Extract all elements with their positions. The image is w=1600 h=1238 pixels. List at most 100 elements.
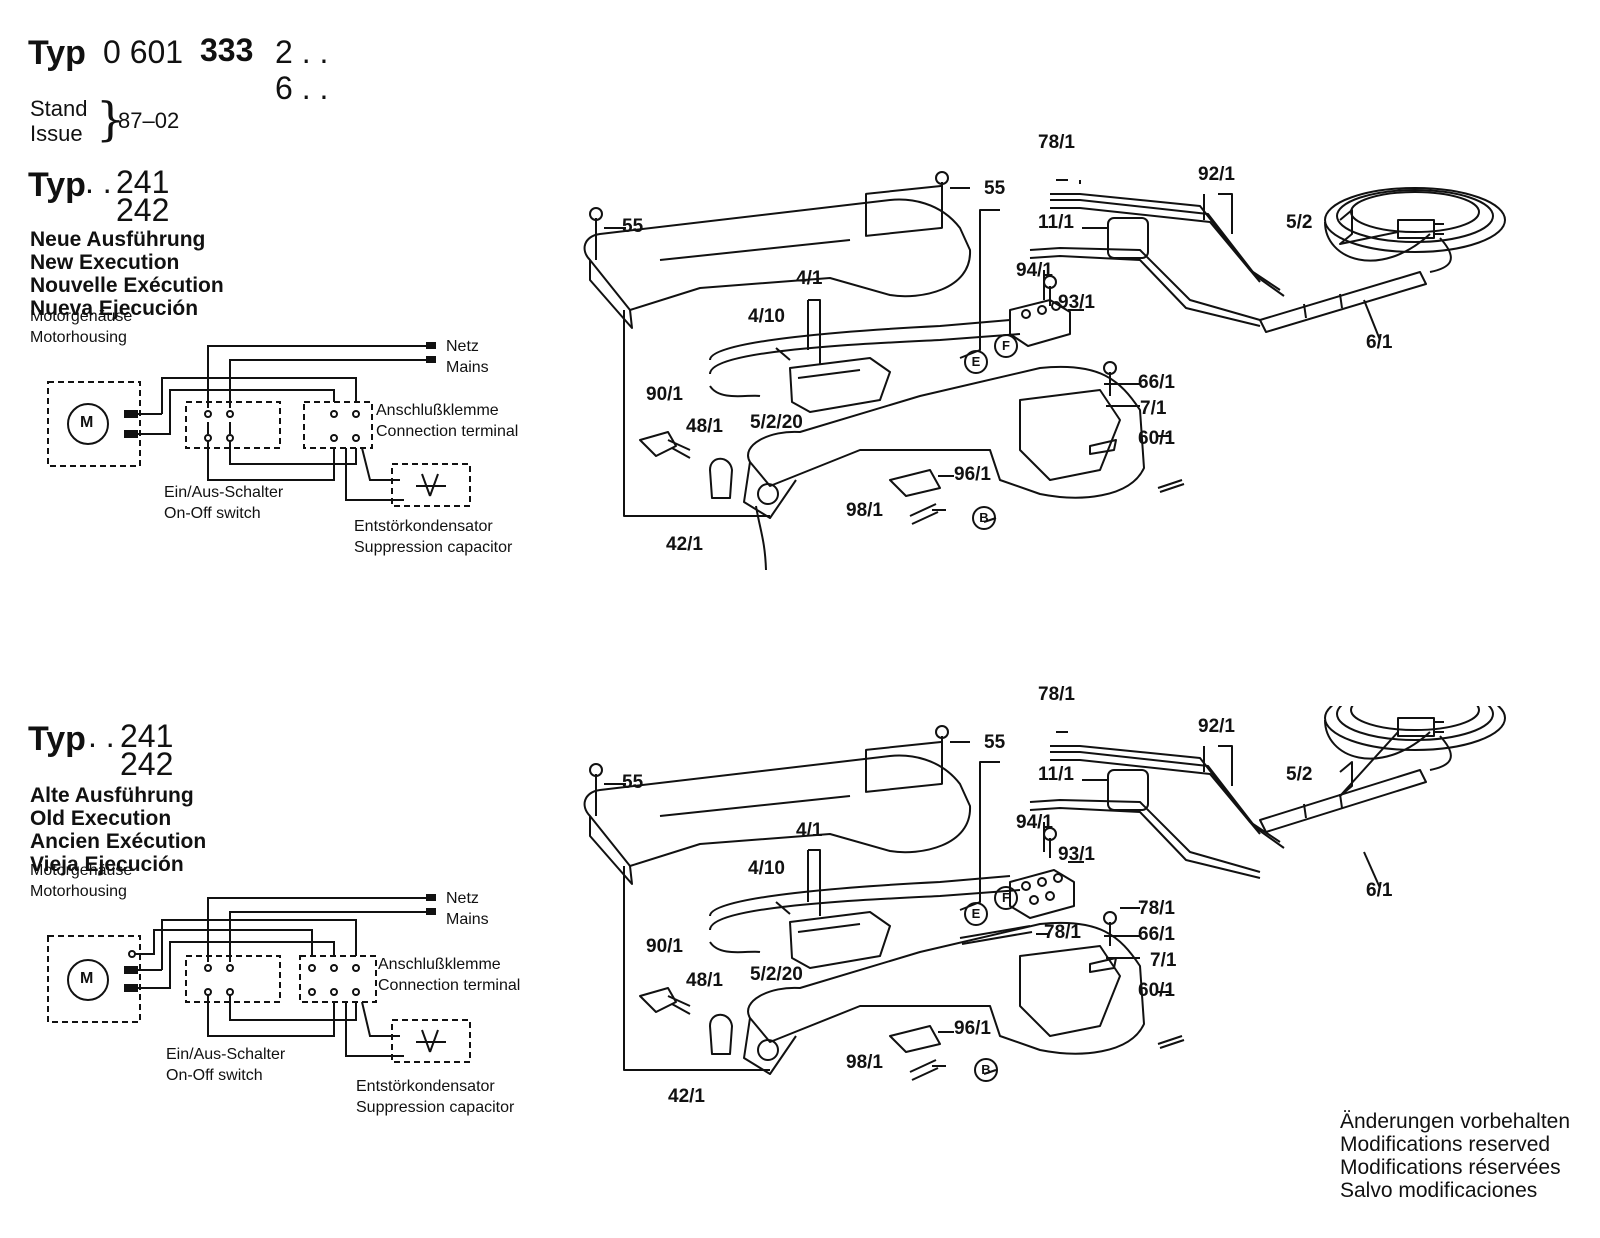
motor-housing-label: Motorgehäuse Motorhousing [30,308,133,346]
part-label: 4/1 [796,820,823,841]
section-typ-prefix: . . [85,164,112,200]
wiring-lines [47,894,471,1063]
terminal-label: Anschlußklemme Connection terminal [376,402,519,440]
marker-e: E [964,350,988,374]
marker-e: E [964,902,988,926]
marker-b: B [972,506,996,530]
capacitor-label: Entstörkondensator Suppression capacitor [354,518,513,556]
part-label: 5/2/20 [750,412,803,433]
part-label: 6/1 [1366,880,1393,901]
part-label: 60/1 [1138,980,1175,1001]
execution-text: Neue Ausführung New Execution Nouvelle E… [30,228,224,320]
wiring-diagram: M Motorgehäuse Motorhousing Netz Mains A… [0,862,560,1130]
part-label: 92/1 [1198,164,1235,185]
part-label: 98/1 [846,1052,883,1073]
part-label: 48/1 [686,416,723,437]
issue-date: 87–02 [118,108,180,133]
type-number-bold: 333 [200,32,254,68]
section-typ-a: 241 [116,164,170,200]
mains-label: Netz Mains [446,338,489,376]
part-label: 98/1 [846,500,883,521]
motor-symbol: M [80,414,94,431]
part-label: 92/1 [1198,716,1235,737]
part-label: 78/1 [1044,922,1081,943]
marker-f: F [994,334,1018,358]
execution-en: Old Execution [30,807,172,830]
part-label: 78/1 [1038,132,1075,153]
terminal-label: Anschlußklemme Connection terminal [378,956,521,994]
part-label: 78/1 [1038,684,1075,705]
part-label: 48/1 [686,970,723,991]
section-typ-prefix: . . [88,718,115,754]
type-suffix-2: 6 . . [275,70,329,106]
part-label: 42/1 [668,1086,705,1107]
part-label: 11/1 [1038,212,1074,233]
wiring-lines [47,342,471,507]
part-label: 5/2/20 [750,964,803,985]
section-new-execution: Typ . . 241 242 Neue Ausführung New Exec… [0,132,1600,620]
part-label: 4/10 [748,858,785,879]
part-label: 42/1 [666,534,703,555]
exploded-view: 55 55 78/1 92/1 11/1 5/2 4/1 94/1 93/1 6… [560,132,1600,590]
execution-es: Nueva Ejecución [30,297,199,320]
section-old-execution: Typ . . 241 242 Alte Ausführung Old Exec… [0,684,1600,1146]
type-number-prefix: 0 601 [103,34,184,70]
part-label: 55 [984,178,1006,199]
modifications-note: Änderungen vorbehalten Modifications res… [1340,1110,1570,1202]
issue-label: Issue [30,121,83,146]
part-label: 55 [984,732,1006,753]
part-label: 94/1 [1016,812,1053,833]
execution-de: Alte Ausführung [30,784,194,807]
part-label: 94/1 [1016,260,1053,281]
execution-fr: Ancien Exécution [30,830,207,853]
section-typ-b: 242 [120,746,174,782]
exploded-drawing [583,171,1506,571]
footer-es: Salvo modificaciones [1340,1179,1538,1202]
section-typ-b: 242 [116,192,170,228]
execution-text: Alte Ausführung Old Execution Ancien Exé… [30,784,206,876]
execution-de: Neue Ausführung [30,228,206,251]
switch-label: Ein/Aus-Schalter On-Off switch [164,484,284,522]
part-label: 7/1 [1150,950,1177,971]
capacitor-label: Entstörkondensator Suppression capacitor [356,1078,515,1116]
execution-es: Vieja Ejecución [30,853,184,876]
part-label: 4/1 [796,268,823,289]
type-suffix-1: 2 . . [275,34,329,70]
execution-en: New Execution [30,251,180,274]
part-label: 93/1 [1058,844,1095,865]
section-typ-label: Typ [28,166,86,204]
footer-en: Modifications reserved [1340,1133,1551,1156]
part-label: 78/1 [1138,898,1175,919]
marker-b: B [974,1058,998,1082]
motor-symbol: M [80,970,94,987]
exploded-drawing [583,706,1506,1081]
part-label: 11/1 [1038,764,1074,785]
section-typ-label: Typ [28,720,86,758]
footer-fr: Modifications réservées [1340,1156,1561,1179]
part-label: 66/1 [1138,372,1175,393]
part-label: 66/1 [1138,924,1175,945]
marker-f: F [994,886,1018,910]
stand-label: Stand [30,96,88,121]
part-label: 6/1 [1366,332,1393,353]
part-label: 4/10 [748,306,785,327]
mains-label: Netz Mains [446,890,489,928]
switch-label: Ein/Aus-Schalter On-Off switch [166,1046,286,1084]
part-label: 90/1 [646,384,683,405]
part-label: 90/1 [646,936,683,957]
execution-fr: Nouvelle Exécution [30,274,224,297]
brace-icon: } [96,92,126,146]
part-label: 5/2 [1286,212,1313,233]
exploded-view: 55 55 78/1 92/1 11/1 5/2 4/1 94/1 93/1 6… [560,684,1600,1126]
header: Typ 0 601 333 2 . . 6 . . Stand Issue } … [0,0,400,150]
part-label: 55 [622,216,644,237]
typ-label: Typ [28,34,86,72]
part-label: 93/1 [1058,292,1095,313]
motor-housing-label: Motorgehäuse Motorhousing [30,862,133,900]
part-label: 7/1 [1140,398,1167,419]
part-label: 60/1 [1138,428,1175,449]
part-label: 5/2 [1286,764,1313,785]
footer-de: Änderungen vorbehalten [1340,1110,1571,1133]
section-typ-a: 241 [120,718,174,754]
part-label: 55 [622,772,644,793]
